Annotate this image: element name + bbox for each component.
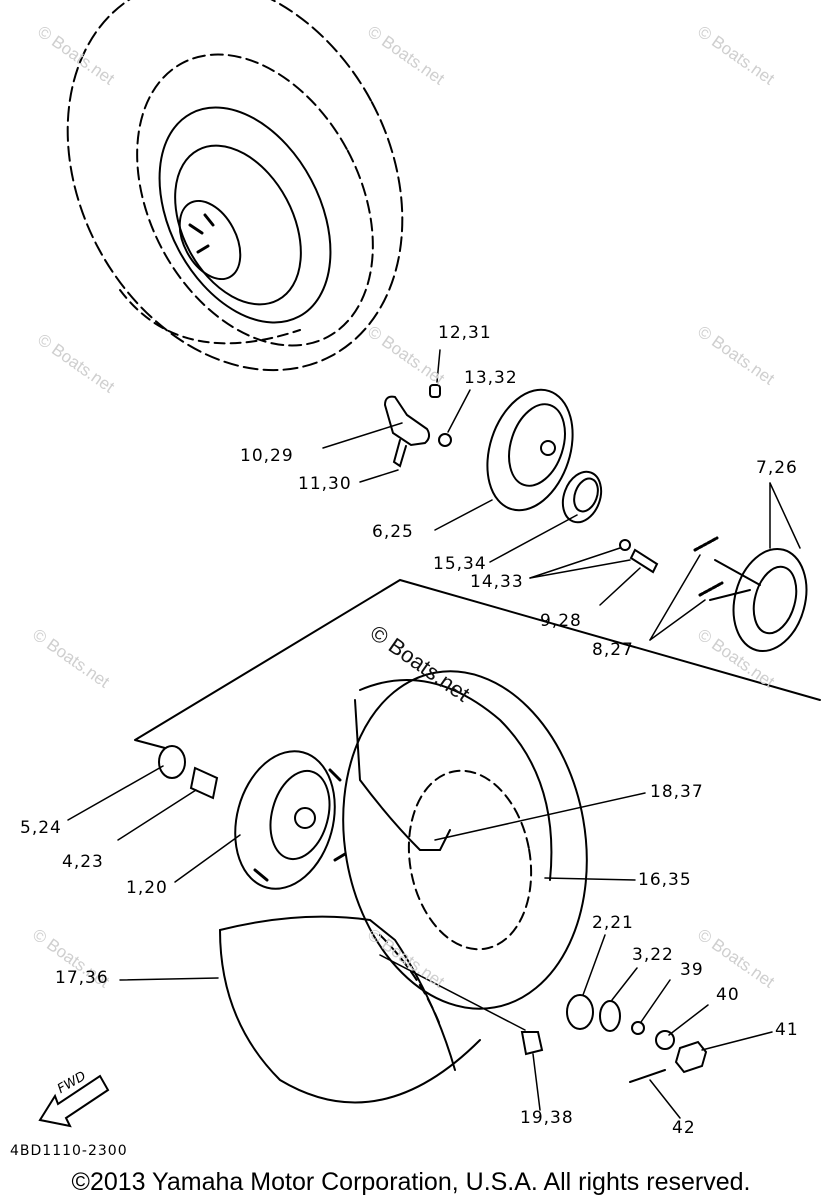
callout-label: 16,35 [638,870,692,890]
assembled-wheel-drawing [66,0,404,372]
callout-label: 39 [680,960,704,980]
spacer-drawing [189,766,219,800]
hub-drawing [234,750,347,890]
plain-washer-drawing [655,1030,675,1050]
leader-lines [67,349,801,1119]
brake-arm-drawing [383,384,452,468]
diagram-code: 4BD1110-2300 [10,1143,128,1159]
callout-label: 41 [775,1020,799,1040]
callout-label: 3,22 [632,945,674,965]
callout-label: 19,38 [520,1108,574,1128]
callout-label: 11,30 [298,474,352,494]
callout-label: 15,34 [433,554,487,574]
callout-label: 13,32 [464,368,518,388]
split-wheel-drawing [219,670,588,1104]
bearing-2-drawing [566,994,594,1030]
callout-label: 2,21 [592,913,634,933]
bearing-3-drawing [599,1000,621,1032]
callout-label: 8,27 [592,640,634,660]
callout-label: 6,25 [372,522,414,542]
bearing-drawing [158,745,186,779]
callout-label: 17,36 [55,968,109,988]
callout-label: 18,37 [650,782,704,802]
brake-shoes-drawing [619,536,808,653]
callout-label: 42 [672,1118,696,1138]
callout-label: 1,20 [126,878,168,898]
callout-label: 40 [716,985,740,1005]
assembly-boundary [134,578,821,749]
callout-label: 4,23 [62,852,104,872]
fwd-arrow-icon [38,1074,110,1128]
callout-label: 10,29 [240,446,294,466]
callout-label: 14,33 [470,572,524,592]
callout-label: 5,24 [20,818,62,838]
callout-label: 7,26 [756,458,798,478]
washer-drawing [631,1021,645,1035]
callout-label: 12,31 [438,323,492,343]
brake-panel-drawing [486,388,603,524]
axle-nut-drawing [674,1040,708,1074]
callout-label: 9,28 [540,611,582,631]
copyright-notice: ©2013 Yamaha Motor Corporation, U.S.A. A… [71,1168,751,1196]
cotter-pin-drawing [629,1069,666,1083]
rim-nut-drawing [520,1031,544,1056]
